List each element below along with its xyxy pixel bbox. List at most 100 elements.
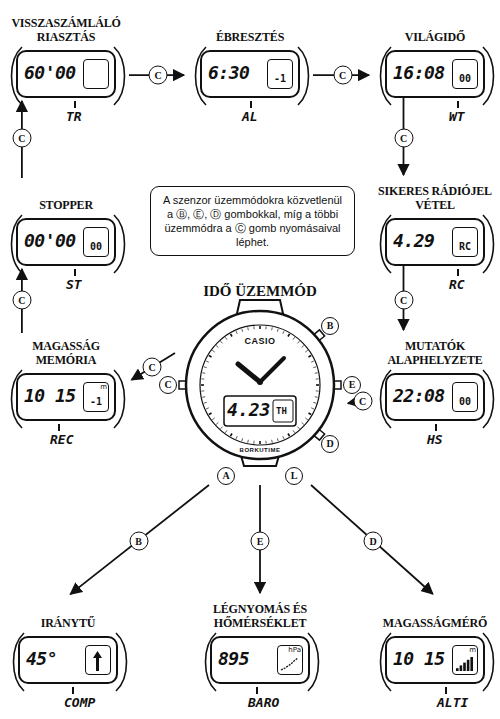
sub-display	[83, 59, 109, 89]
case-arc	[12, 47, 23, 105]
case-arc	[381, 47, 392, 105]
mode-title-block: VILÁGIDŐ	[372, 10, 498, 44]
pointer-line	[58, 424, 60, 431]
mode-title-block: STOPPER	[3, 178, 129, 212]
lcd-screen: hPa895BARO	[210, 636, 310, 684]
watch-lcd-sub	[273, 400, 293, 422]
compass-mode: IRÁNYTŰ45°COMP	[8, 596, 128, 684]
mode-title-block: SIKERES RÁDIÓJEL VÉTEL	[372, 178, 498, 212]
sub-value: 00	[84, 241, 108, 253]
dial-tick	[277, 438, 279, 441]
watch-area	[175, 300, 345, 485]
time-mode-watch: IDŐ ÜZEMMÓD4.23TH	[175, 282, 345, 485]
dial-tick	[225, 430, 227, 432]
button-label: C	[12, 290, 31, 309]
dial-tick	[259, 441, 261, 444]
sub-display: -1	[267, 59, 293, 89]
dial-tick	[283, 331, 284, 334]
dial-tick	[212, 418, 214, 420]
case-arc	[12, 370, 23, 428]
case-arc	[483, 47, 494, 105]
altitude-bar	[463, 663, 466, 671]
sub-display: 00	[83, 227, 109, 257]
hand-pivot	[257, 379, 263, 385]
lcd-digits: 16:08	[393, 62, 445, 84]
radio-reception-mode: SIKERES RÁDIÓJEL VÉTEL RC4.29RC	[372, 178, 498, 266]
lcd-digits: 00'00	[24, 230, 76, 252]
mode-title-block: ÉBRESZTÉS	[187, 10, 313, 44]
pointer-line	[457, 101, 459, 108]
lcd-screen: 0016:08WT	[385, 50, 485, 98]
mode-title-block: MAGASSÁGMÉRŐ	[372, 596, 498, 630]
sub-display: hPa	[277, 645, 303, 675]
dial-tick	[277, 329, 279, 332]
hand-home-mode: MUTATÓK ALAPHELYZETE0022:08HS	[372, 333, 498, 421]
dial-tick	[253, 441, 254, 444]
unit-label: hPa	[288, 646, 301, 654]
mode-code: BARO	[248, 696, 279, 710]
sub-display: RC	[452, 227, 478, 257]
watch-lcd	[224, 396, 296, 426]
dial-tick	[308, 413, 311, 415]
dial-tick	[305, 350, 307, 352]
case-arc	[381, 633, 392, 691]
lcd-digits: 10 15	[393, 648, 445, 670]
button-label: E	[251, 531, 270, 550]
mode-code: ST	[66, 278, 82, 292]
unit-label: m	[100, 383, 107, 391]
button-label: C	[149, 66, 168, 85]
dial-tick	[221, 427, 223, 429]
stopwatch-mode: STOPPER0000'00ST	[3, 178, 129, 266]
lcd-screen: RC4.29RC	[385, 218, 485, 266]
button-letter: A	[217, 467, 235, 485]
dial-tick	[302, 346, 304, 348]
dial-tick	[221, 341, 223, 343]
unit-label: m	[469, 646, 476, 654]
lcd-digits: 60'00	[24, 62, 76, 84]
mode-title: STOPPER	[39, 198, 93, 212]
mode-code: ALTI	[437, 696, 468, 710]
sub-display: 00	[452, 382, 478, 412]
dial-tick	[297, 427, 299, 429]
mode-title: IRÁNYTŰ	[41, 616, 96, 630]
lcd-screen: m-110 15REC	[16, 373, 116, 421]
button-letter: C	[159, 376, 177, 394]
mode-code: WT	[449, 110, 465, 124]
dial-tick	[293, 337, 295, 339]
dial-tick	[241, 329, 243, 332]
altimeter-mode: MAGASSÁGMÉRŐm10 15ALTI	[372, 596, 498, 684]
sub-value: -1	[84, 396, 108, 408]
mode-code: RC	[449, 278, 465, 292]
dial-tick	[247, 327, 249, 330]
dial-tick	[302, 422, 304, 424]
mode-title: MAGASSÁGMÉRŐ	[383, 616, 487, 630]
case-arc	[483, 633, 494, 691]
case-arc	[308, 633, 319, 691]
dial-tick	[204, 402, 207, 404]
dial-tick	[288, 433, 290, 436]
pointer-line	[72, 687, 74, 694]
lcd-digits: 45°	[26, 648, 57, 670]
case-arc	[483, 370, 494, 428]
dial-tick	[201, 384, 204, 386]
lcd-screen: 0000'00ST	[16, 218, 116, 266]
button-label: C	[394, 290, 413, 309]
mode-code: HS	[427, 433, 443, 447]
brand-logo: CASIO	[244, 336, 275, 346]
dial-tick	[305, 418, 307, 420]
sub-value: 00	[453, 396, 477, 408]
dial-tick	[201, 390, 204, 391]
sub-value: 00	[453, 73, 477, 85]
dial-tick	[201, 378, 204, 379]
mode-title-block: LÉGNYOMÁS ÉS HŐMÉRSÉKLET	[197, 596, 323, 630]
pointer-line	[250, 101, 252, 108]
dial-tick	[202, 396, 205, 398]
dial-tick	[236, 436, 237, 439]
button-letter: D	[321, 435, 339, 453]
case-arc	[114, 370, 125, 428]
dial-tick	[209, 413, 212, 415]
button-label: C	[353, 391, 372, 410]
dial-tick	[231, 433, 233, 436]
altitude-bar	[467, 660, 470, 671]
